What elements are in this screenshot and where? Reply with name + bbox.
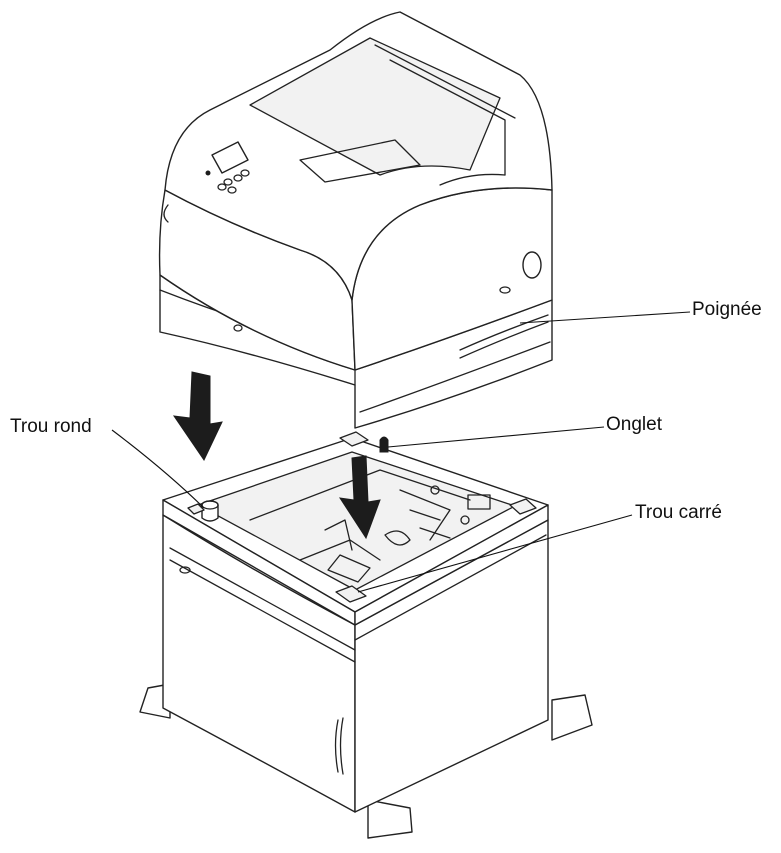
leader-trou-rond bbox=[111, 429, 205, 509]
control-panel bbox=[205, 141, 250, 194]
tab-pin bbox=[379, 436, 389, 453]
leader-onglet bbox=[387, 426, 605, 448]
leader-trou-carre bbox=[357, 514, 633, 593]
down-arrow-left bbox=[172, 371, 223, 462]
label-square-hole: Trou carré bbox=[635, 502, 722, 523]
square-hole-front bbox=[335, 585, 367, 603]
round-hole-peg bbox=[187, 500, 219, 522]
down-arrow-center bbox=[338, 455, 381, 540]
drawer-unit bbox=[139, 431, 593, 839]
label-round-hole: Trou rond bbox=[10, 416, 92, 437]
label-tab: Onglet bbox=[606, 414, 662, 435]
printer bbox=[158, 11, 553, 429]
label-handle: Poignée bbox=[692, 299, 762, 320]
leader-poignee bbox=[519, 311, 691, 324]
square-hole-rear bbox=[339, 431, 369, 447]
